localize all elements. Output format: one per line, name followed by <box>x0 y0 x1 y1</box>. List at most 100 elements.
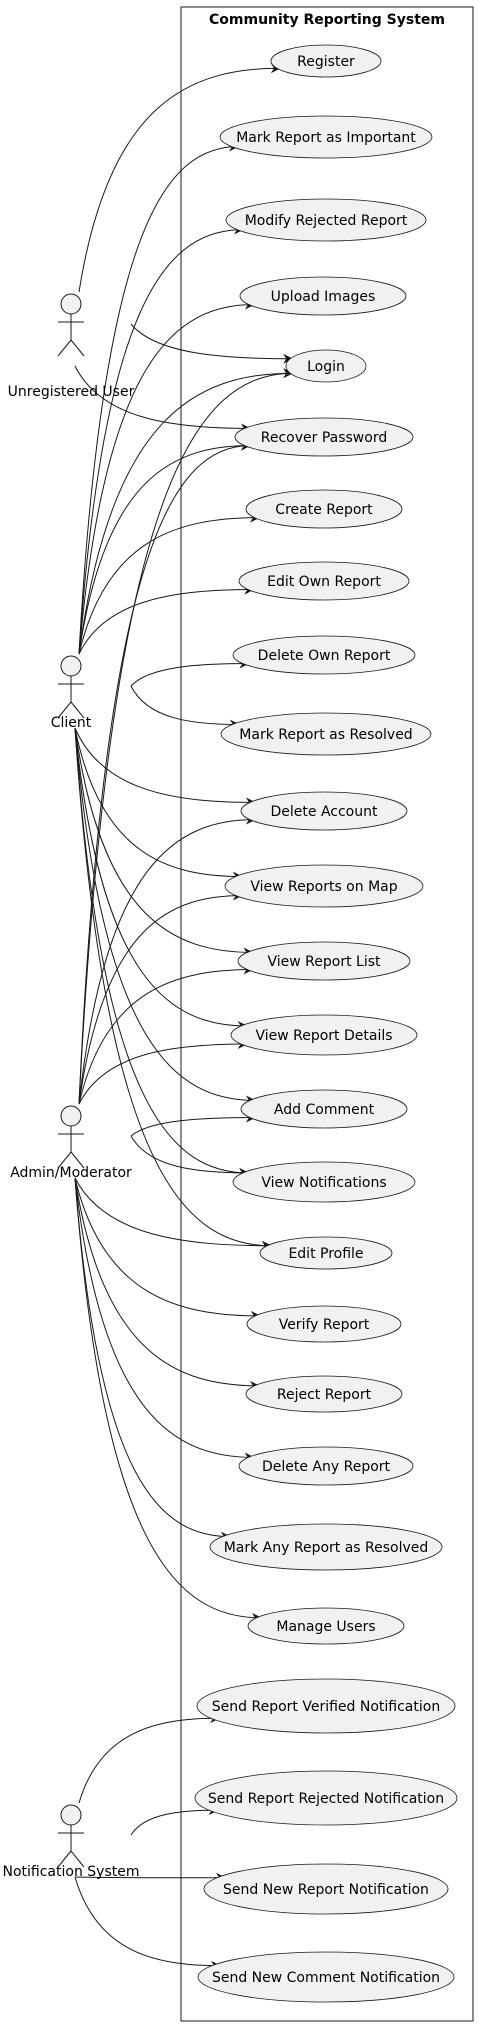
actor-label: Notification System <box>3 1864 140 1880</box>
use-case-create-report: Create Report <box>245 489 403 529</box>
actor-group: Unregistered UserClientAdmin/ModeratorNo… <box>3 293 140 1880</box>
use-case-label: Create Report <box>275 502 373 518</box>
use-case-ellipse <box>225 198 427 242</box>
association-client-add-comment <box>74 727 256 1106</box>
actor-notif: Notification System <box>3 1804 140 1880</box>
association-client-upload-images <box>78 299 255 655</box>
use-case-ellipse <box>239 276 407 316</box>
association-admin-add-comment <box>130 1112 256 1137</box>
use-case-send-rejected: Send Report Rejected Notification <box>194 1770 458 1826</box>
use-case-edit-own: Edit Own Report <box>238 561 410 601</box>
association-admin-view-details <box>78 1039 248 1105</box>
use-case-edit-profile: Edit Profile <box>259 1236 393 1270</box>
use-case-ellipse <box>194 1770 458 1826</box>
use-case-view-list: View Report List <box>237 941 411 981</box>
use-case-mark-resolved: Mark Report as Resolved <box>220 712 432 756</box>
association-client-view-details <box>74 727 248 1031</box>
use-case-ellipse <box>234 417 414 457</box>
use-case-manage-users: Manage Users <box>247 1607 405 1645</box>
use-case-ellipse <box>240 1089 408 1129</box>
association-client-create-report <box>78 512 261 655</box>
use-case-ellipse <box>238 561 410 601</box>
actor-label: Client <box>51 715 92 731</box>
actor-left-leg <box>57 701 72 719</box>
use-case-delete-any: Delete Any Report <box>238 1446 414 1486</box>
use-case-view-map: View Reports on Map <box>224 864 424 908</box>
use-case-label: Mark Report as Resolved <box>239 727 412 743</box>
system-boundary <box>180 6 474 2022</box>
association-client-view-notifications <box>74 727 250 1178</box>
actor-right-leg <box>70 701 85 719</box>
use-case-label: View Report Details <box>255 1028 392 1044</box>
use-case-ellipse <box>196 1678 456 1734</box>
association-client-edit-profile <box>74 727 272 1251</box>
use-case-label: Mark Any Report as Resolved <box>224 1540 429 1556</box>
association-admin-manage-users <box>74 1177 263 1623</box>
use-case-label: Login <box>307 359 345 375</box>
use-case-ellipse <box>232 1161 416 1203</box>
use-case-label: Recover Password <box>261 430 387 446</box>
association-unregistered-login <box>130 323 294 364</box>
use-case-verify-report: Verify Report <box>246 1305 402 1343</box>
use-case-view-details: View Report Details <box>230 1014 418 1056</box>
actor-head <box>60 1105 82 1127</box>
use-case-label: Delete Any Report <box>262 1459 391 1475</box>
use-case-ellipse <box>246 1305 402 1343</box>
system-title: Community Reporting System <box>209 12 445 28</box>
use-case-send-new-comment: Send New Comment Notification <box>197 1951 455 2003</box>
use-case-send-new-report: Send New Report Notification <box>203 1863 449 1915</box>
use-case-add-comment: Add Comment <box>240 1089 408 1129</box>
use-case-login: Login <box>285 349 367 383</box>
use-case-label: Reject Report <box>277 1387 372 1403</box>
use-case-ellipse <box>230 1014 418 1056</box>
use-case-label: Send Report Rejected Notification <box>208 1791 444 1807</box>
use-case-ellipse <box>270 44 382 78</box>
use-case-ellipse <box>238 1446 414 1486</box>
association-admin-login <box>78 368 294 1105</box>
use-case-label: Add Comment <box>274 1102 375 1118</box>
association-unregistered-register <box>78 63 281 293</box>
use-case-label: Modify Rejected Report <box>245 213 408 229</box>
use-case-label: Delete Own Report <box>258 648 391 664</box>
use-case-ellipse <box>247 1607 405 1645</box>
actor-right-leg <box>70 1151 85 1169</box>
association-notif-send-verified <box>78 1713 221 1804</box>
use-case-send-verified: Send Report Verified Notification <box>196 1678 456 1734</box>
association-admin-view-notifications <box>130 1135 250 1178</box>
use-case-label: Upload Images <box>271 289 376 305</box>
use-case-ellipse <box>219 115 433 159</box>
use-case-delete-own: Delete Own Report <box>232 635 416 675</box>
association-admin-delete-any <box>74 1177 255 1463</box>
use-case-mark-important: Mark Report as Important <box>219 115 433 159</box>
use-case-label: Verify Report <box>279 1317 370 1333</box>
association-admin-delete-account <box>78 814 256 1105</box>
use-case-ellipse <box>197 1951 455 2003</box>
association-client-modify-rejected <box>78 224 245 655</box>
association-admin-view-map <box>78 890 243 1105</box>
use-case-ellipse <box>232 635 416 675</box>
association-client-mark-important <box>78 141 240 655</box>
use-case-ellipse <box>237 941 411 981</box>
use-case-label: Send New Report Notification <box>223 1882 429 1898</box>
use-case-label: Send New Comment Notification <box>212 1970 440 1986</box>
association-notif-send-new-comment <box>74 1876 222 1971</box>
association-admin-view-list <box>78 964 254 1105</box>
use-case-label: View Notifications <box>261 1175 386 1191</box>
actor-head <box>60 293 82 315</box>
association-admin-mark-any-resolved <box>74 1177 231 1542</box>
actor-head <box>60 1804 82 1826</box>
use-case-mark-any-resolved: Mark Any Report as Resolved <box>209 1523 443 1571</box>
use-case-ellipse <box>245 489 403 529</box>
actor-right-leg <box>70 339 85 357</box>
use-case-label: View Report List <box>267 954 381 970</box>
association-client-login <box>78 368 294 655</box>
association-client-edit-own <box>78 584 255 655</box>
actor-left-leg <box>57 339 72 357</box>
use-case-label: Delete Account <box>271 804 378 820</box>
association-client-delete-account <box>74 727 256 808</box>
use-case-upload-images: Upload Images <box>239 276 407 316</box>
use-case-ellipse <box>259 1236 393 1270</box>
actor-head <box>60 655 82 677</box>
